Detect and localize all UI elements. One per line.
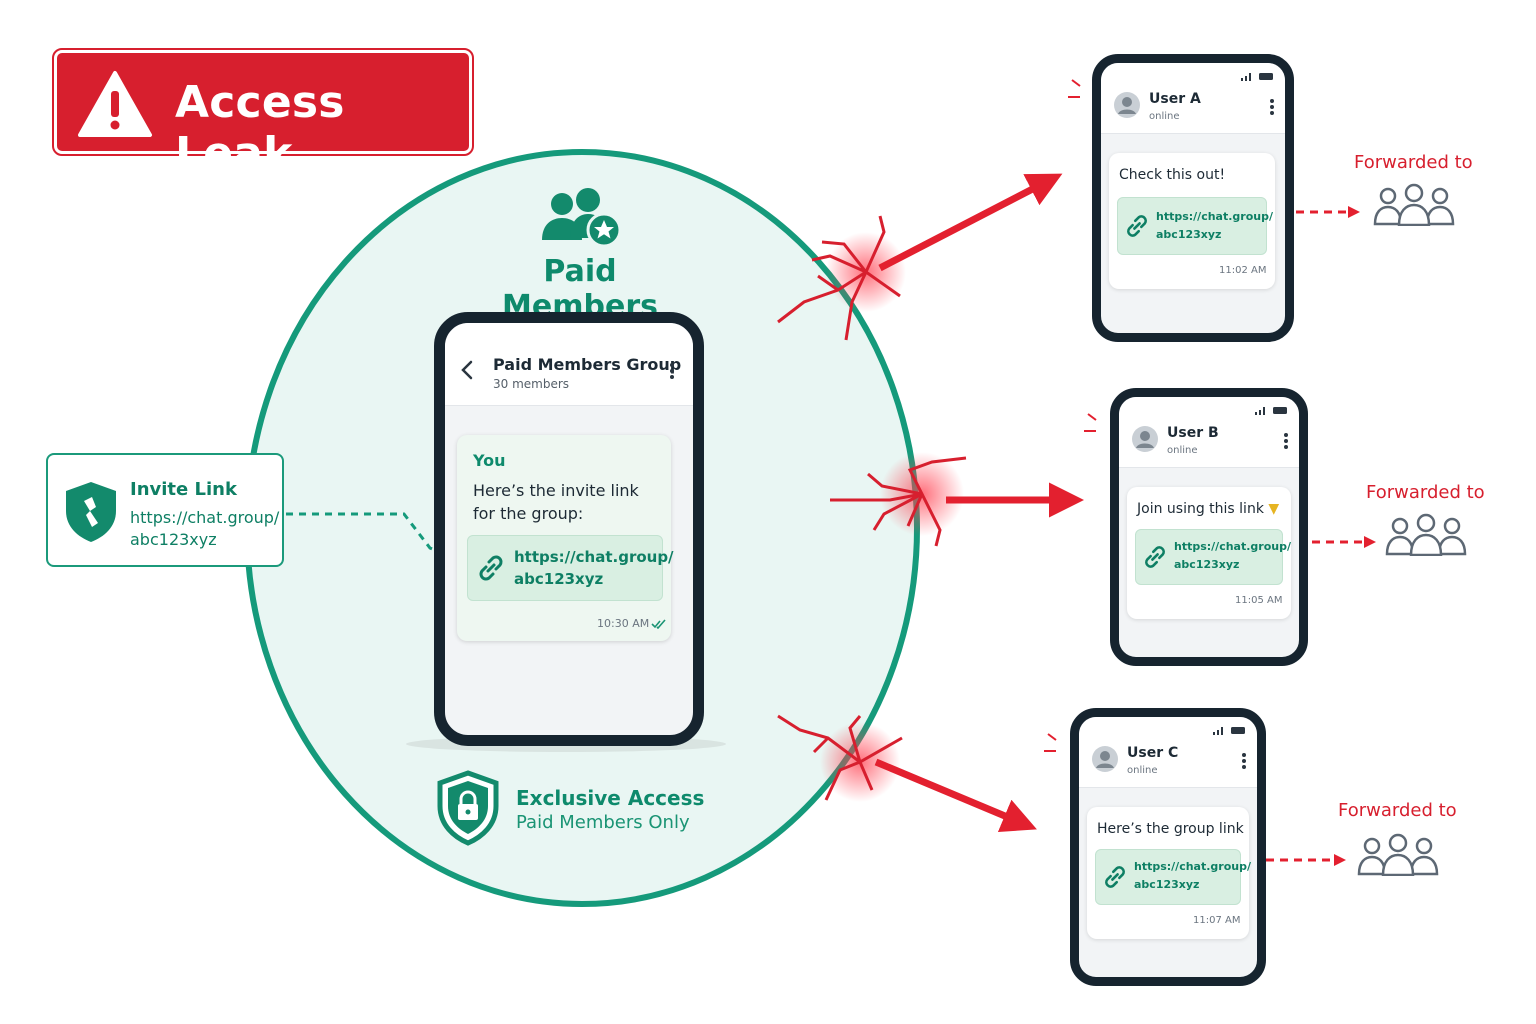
pointing-down-icon: ▼ xyxy=(1268,501,1280,517)
lock-shield-icon xyxy=(437,770,499,846)
leak-phone-a: User A online Check this out! https://ch… xyxy=(1092,54,1294,342)
back-arrow-icon[interactable] xyxy=(459,359,475,381)
message-time: 10:30 AM xyxy=(597,617,650,630)
message-link[interactable]: https://chat.group/ abc123xyz xyxy=(467,535,674,601)
alert-mark-a xyxy=(1068,79,1081,98)
leak-phone-c: User C online Here’s the group link http… xyxy=(1070,708,1266,986)
link-line1: https://chat.group/ xyxy=(514,548,674,566)
main-phone: Paid Members Group 30 members You Here’s… xyxy=(434,312,704,746)
chat-header: User A online xyxy=(1101,63,1285,134)
message-link[interactable]: https://chat.group/ abc123xyz xyxy=(1135,529,1291,585)
user-status: online xyxy=(1167,445,1198,456)
forward-message: Here’s the group link https://chat.group… xyxy=(1087,807,1251,939)
chat-header: Paid Members Group 30 members xyxy=(445,323,693,406)
link-icon xyxy=(479,555,503,581)
shield-icon xyxy=(66,482,116,542)
user-status: online xyxy=(1127,765,1158,776)
user-name: User B xyxy=(1167,425,1219,441)
link-line2: abc123xyz xyxy=(1156,228,1222,241)
more-options-icon[interactable] xyxy=(1283,431,1289,451)
crack-bottom xyxy=(777,714,903,802)
people-group-icon xyxy=(1385,513,1467,556)
signal-battery-icon xyxy=(1241,73,1273,81)
message-time: 11:05 AM xyxy=(1235,595,1283,606)
chat-header: User C online xyxy=(1079,717,1257,788)
user-status: online xyxy=(1149,111,1180,122)
avatar-icon xyxy=(1132,426,1158,452)
crack-top xyxy=(777,215,906,341)
warning-triangle-icon xyxy=(78,71,152,137)
user-name: User A xyxy=(1149,91,1201,107)
invite-title: Invite Link xyxy=(130,479,237,500)
forward-message: Join using this link ▼ https://chat.grou… xyxy=(1127,487,1291,619)
members-star-icon xyxy=(542,188,622,248)
forwarded-label: Forwarded to xyxy=(1338,800,1457,821)
message-text-line2: for the group: xyxy=(473,504,584,523)
link-line1: https://chat.group/ xyxy=(1134,860,1251,873)
user-name: User C xyxy=(1127,745,1179,761)
people-group-icon xyxy=(1373,183,1455,226)
message-time: 11:02 AM xyxy=(1219,265,1267,276)
leak-arrow-a xyxy=(878,173,1063,272)
link-text: https://chat.group/ abc123xyz xyxy=(1134,858,1251,894)
chat-header: User B online xyxy=(1119,397,1299,468)
signal-battery-icon xyxy=(1213,727,1245,735)
link-line2: abc123xyz xyxy=(514,570,604,588)
link-text: https://chat.group/ abc123xyz xyxy=(1156,208,1273,244)
signal-battery-icon xyxy=(1255,407,1287,415)
message-sender: You xyxy=(473,451,506,470)
read-check-icon xyxy=(651,619,666,629)
message-text: Here’s the invite link for the group: xyxy=(473,479,653,525)
link-text: https://chat.group/ abc123xyz xyxy=(514,546,674,590)
crack-middle xyxy=(830,452,967,547)
forwarded-label: Forwarded to xyxy=(1354,152,1473,173)
message-time: 11:07 AM xyxy=(1193,915,1241,926)
link-text: https://chat.group/ abc123xyz xyxy=(1174,538,1291,574)
more-options-icon[interactable] xyxy=(1241,751,1247,771)
more-options-icon[interactable] xyxy=(669,361,675,381)
message-text-line1: Here’s the invite link xyxy=(473,481,639,500)
link-icon xyxy=(1127,215,1147,237)
alert-mark-b xyxy=(1084,413,1097,432)
invite-url[interactable]: https://chat.group/ abc123xyz xyxy=(130,507,280,551)
access-leak-banner: Access Leak xyxy=(52,48,474,179)
exclusive-subtitle: Paid Members Only xyxy=(516,812,690,833)
link-icon xyxy=(1105,866,1125,888)
more-options-icon[interactable] xyxy=(1269,97,1275,117)
leak-arrow-c xyxy=(874,758,1037,833)
message-link[interactable]: https://chat.group/ abc123xyz xyxy=(1095,849,1251,905)
link-icon xyxy=(1145,546,1165,568)
message-text: Here’s the group link xyxy=(1097,821,1244,837)
link-line2: abc123xyz xyxy=(1174,558,1240,571)
message-text-content: Join using this link xyxy=(1137,501,1264,517)
alert-mark-c xyxy=(1044,733,1057,752)
invite-url-line1: https://chat.group/ xyxy=(130,508,280,527)
exclusive-title: Exclusive Access xyxy=(516,786,705,810)
banner-title: Access Leak xyxy=(175,77,345,179)
people-group-icon xyxy=(1357,833,1439,876)
avatar-icon xyxy=(1092,746,1118,772)
link-line2: abc123xyz xyxy=(1134,878,1200,891)
message-text: Check this out! xyxy=(1119,167,1226,183)
group-name: Paid Members Group xyxy=(493,355,682,374)
member-count: 30 members xyxy=(493,377,570,391)
invite-url-line2: abc123xyz xyxy=(130,530,217,549)
invite-message: You Here’s the invite link for the group… xyxy=(457,435,674,641)
forward-message: Check this out! https://chat.group/ abc1… xyxy=(1109,153,1275,289)
forwarded-label: Forwarded to xyxy=(1366,482,1485,503)
avatar-icon xyxy=(1114,92,1140,118)
invite-link-card: Invite Link https://chat.group/ abc123xy… xyxy=(46,453,284,567)
message-text: Join using this link ▼ xyxy=(1137,501,1279,517)
message-link[interactable]: https://chat.group/ abc123xyz xyxy=(1117,197,1273,255)
leak-phone-b: User B online Join using this link ▼ htt… xyxy=(1110,388,1308,666)
link-line1: https://chat.group/ xyxy=(1174,540,1291,553)
link-line1: https://chat.group/ xyxy=(1156,210,1273,223)
